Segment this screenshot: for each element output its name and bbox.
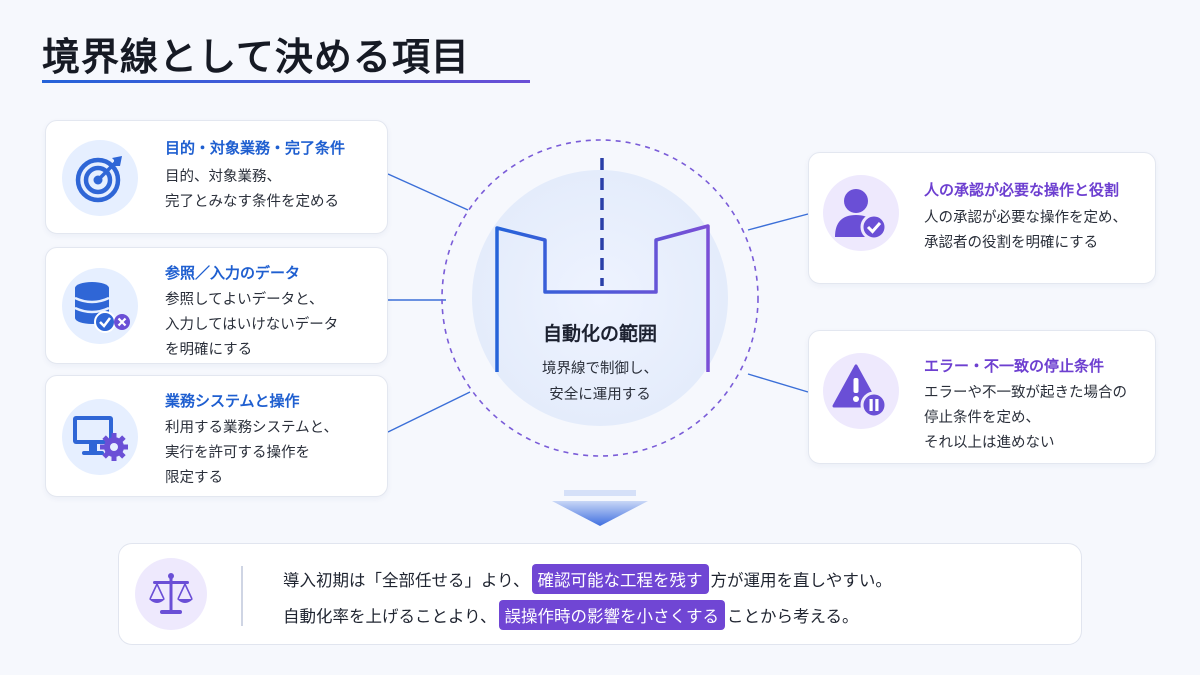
card-description: 参照してよいデータと、 入力してはいけないデータ を明確にする [165,292,339,358]
card-title: 業務システムと操作 [165,392,300,410]
page-title: 境界線として決める項目 [42,35,470,79]
user-check-icon [823,175,899,251]
scope-description: 境界線で制御し、 安全に運用する [542,361,658,403]
highlight-keep-verifiable-steps: 確認可能な工程を残す [531,564,709,594]
card-title: 参照／入力のデータ [165,264,301,282]
scope-inner-circle [472,170,728,426]
card-title: 目的・対象業務・完了条件 [165,139,346,157]
card-title: エラー・不一致の停止条件 [924,357,1105,375]
boundary-u-shape [495,224,710,372]
down-arrow-icon [552,490,648,526]
warning-pause-icon [823,353,899,429]
card-description: エラーや不一致が起きた場合の 停止条件を定め、 それ以上は進めない [924,385,1127,451]
connector-lines [387,173,809,433]
card-error-stop-conditions: エラー・不一致の停止条件 エラーや不一致が起きた場合の 停止条件を定め、 それ以… [808,330,1156,464]
vertical-divider [241,566,243,626]
database-check-icon [62,268,138,344]
card-human-approval: 人の承認が必要な操作と役割 人の承認が必要な操作を定め、 承認者の役割を明確にす… [808,152,1156,284]
card-description: 人の承認が必要な操作を定め、 承認者の役割を明確にする [924,210,1127,251]
guidance-line-2: 自動化率を上げることより、 誤操作時の影響を小さくする ことから考える。 [283,600,859,630]
card-data-access: 参照／入力のデータ 参照してよいデータと、 入力してはいけないデータ を明確にす… [45,247,388,364]
highlight-reduce-misoperation-impact: 誤操作時の影響を小さくする [498,600,726,630]
card-title: 人の承認が必要な操作と役割 [924,181,1120,199]
monitor-gear-icon [62,399,138,475]
card-description: 目的、対象業務、 完了とみなす条件を定める [165,169,339,210]
scale-icon [135,558,207,630]
scope-boundary-circle [441,139,759,457]
card-description: 利用する業務システムと、 実行を許可する操作を 限定する [165,420,338,486]
scope-title: 自動化の範囲 [542,323,657,345]
card-systems-operations: 業務システムと操作 利用する業務システムと、 実行を許可する操作を 限定する [45,375,388,497]
guidance-box: 導入初期は「全部任せる」より、 確認可能な工程を残す 方が運用を直しやすい。 自… [118,543,1082,645]
card-purpose-scope: 目的・対象業務・完了条件 目的、対象業務、 完了とみなす条件を定める [45,120,388,234]
target-icon [62,140,138,216]
title-underline [42,80,530,83]
guidance-line-1: 導入初期は「全部任せる」より、 確認可能な工程を残す 方が運用を直しやすい。 [283,564,892,594]
